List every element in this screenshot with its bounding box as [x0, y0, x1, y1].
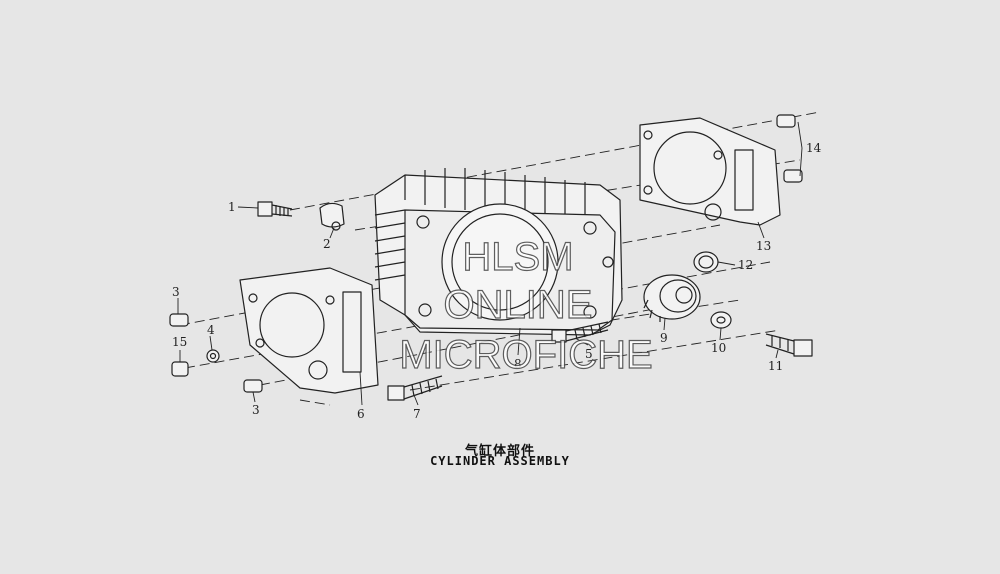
- watermark-line-2: ONLINE: [444, 283, 593, 327]
- label-12: 12: [738, 258, 753, 272]
- label-5: 5: [585, 347, 593, 361]
- nut-part-15: [171, 361, 189, 377]
- label-10: 10: [711, 341, 726, 355]
- leader-lines: [177, 121, 803, 406]
- watermark-line-1: HLSM: [462, 235, 573, 279]
- caption-chinese: 气缸体部件: [464, 444, 535, 459]
- clip-part-2: [319, 202, 345, 231]
- label-3-lower: 3: [252, 403, 260, 417]
- gasket-part-13: [639, 117, 781, 226]
- bolt-part-5: [551, 321, 609, 343]
- o-ring-part-12: [693, 251, 719, 273]
- label-15: 15: [172, 335, 187, 349]
- label-3-upper: 3: [172, 285, 180, 299]
- tensioner-wheel-part-9: [643, 274, 701, 322]
- caption-english: CYLINDER ASSEMBLY: [430, 454, 570, 468]
- gasket-part-6: [239, 267, 379, 394]
- label-13: 13: [756, 239, 771, 253]
- label-7: 7: [413, 407, 421, 421]
- label-2: 2: [323, 237, 331, 251]
- watermark: HLSM ONLINE MICROFICHE: [399, 234, 654, 377]
- bolt-part-7: [387, 375, 443, 401]
- washer-part-4: [206, 349, 220, 363]
- label-11: 11: [768, 359, 783, 373]
- label-6: 6: [357, 407, 365, 421]
- watermark-line-3: MICROFICHE: [399, 333, 652, 377]
- dowel-pin-part-3-upper: [169, 313, 189, 327]
- label-8: 8: [514, 357, 522, 371]
- dowel-pin-part-3-lower: [243, 379, 263, 393]
- cylinder-block-part-8: [374, 168, 623, 336]
- label-4: 4: [207, 323, 215, 337]
- part-number-labels: 1 2 3 3 4 5 6 7 8 9 10 11 12 13 14 15: [172, 141, 822, 421]
- bolt-part-11: [765, 333, 813, 357]
- label-14: 14: [806, 141, 822, 155]
- label-9: 9: [660, 331, 668, 345]
- bolt-part-1: [257, 201, 293, 217]
- washer-part-10: [710, 311, 732, 329]
- label-1: 1: [228, 200, 236, 214]
- dowel-pin-part-14: [776, 114, 803, 183]
